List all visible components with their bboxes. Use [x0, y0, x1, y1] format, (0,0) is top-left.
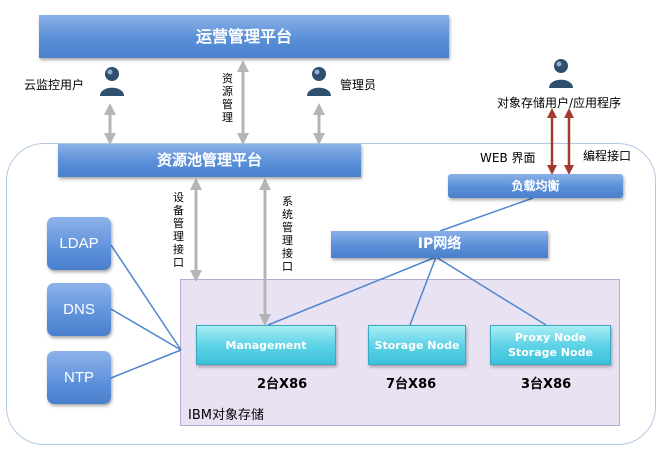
- ip-network-bar: IP网络: [331, 231, 548, 258]
- ldap-label: LDAP: [59, 235, 99, 252]
- ibm-storage-title: IBM对象存储: [188, 408, 264, 423]
- admin-user-label: 管理员: [340, 78, 377, 92]
- management-node-count: 2台X86: [257, 377, 308, 392]
- ldap-box: LDAP: [47, 217, 111, 270]
- proxy-storage-node: Proxy Node Storage Node: [490, 325, 611, 365]
- user-icon: [307, 67, 331, 96]
- load-balancer-title: 负载均衡: [511, 179, 560, 193]
- resource-mgmt-label: 资源管理: [222, 72, 233, 124]
- storage-node: Storage Node: [368, 325, 466, 365]
- storage-node-count: 7台X86: [386, 377, 437, 392]
- cloud-monitor-user-label: 云监控用户: [24, 78, 85, 92]
- management-node-title: Management: [225, 338, 307, 352]
- web-interface-label: WEB 界面: [480, 151, 536, 165]
- storage-node-title: Storage Node: [374, 338, 460, 352]
- ntp-label: NTP: [64, 369, 94, 386]
- dns-label: DNS: [63, 301, 95, 318]
- storage-user-label: 对象存储用户/应用程序: [497, 96, 622, 110]
- operations-platform-bar: 运营管理平台: [39, 15, 449, 58]
- operations-platform-title: 运营管理平台: [195, 27, 292, 46]
- system-mgmt-interface-label: 系统管理接口: [282, 195, 293, 273]
- user-icon: [100, 67, 124, 96]
- resource-pool-platform-title: 资源池管理平台: [156, 151, 262, 169]
- proxy-node-count: 3台X86: [521, 377, 572, 392]
- user-icon: [549, 59, 573, 88]
- proxy-node-title: Proxy Node Storage Node: [508, 331, 593, 359]
- programming-interface-label: 编程接口: [583, 149, 632, 163]
- device-mgmt-interface-label: 设备管理接口: [173, 191, 184, 269]
- resource-pool-platform-bar: 资源池管理平台: [58, 144, 361, 177]
- management-node: Management: [196, 325, 336, 365]
- load-balancer-bar: 负载均衡: [448, 174, 623, 198]
- dns-box: DNS: [47, 283, 111, 336]
- ip-network-title: IP网络: [417, 236, 462, 252]
- ntp-box: NTP: [47, 351, 111, 404]
